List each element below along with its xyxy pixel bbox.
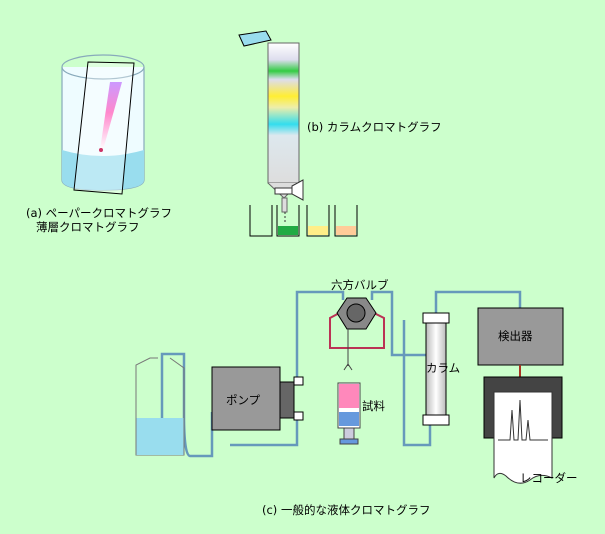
pouring-vessel <box>238 30 272 47</box>
bottle-neck-right <box>169 357 185 385</box>
column-tip <box>281 197 288 213</box>
beaker-rim <box>61 54 145 80</box>
chromatogram-trace <box>498 399 548 441</box>
yellow-fraction <box>308 226 328 235</box>
syringe-plunger <box>343 427 355 440</box>
paper-label-line2: 薄層クロマトグラフ <box>36 220 140 234</box>
glass-column <box>267 42 300 184</box>
syringe-plunger-fill <box>339 412 359 426</box>
separated-spot-trail <box>100 82 122 150</box>
hplc-system-illustration: ポンプ 六方バルブ 試料 カラム 検出器 レコーダー (c) 一般的な液体クロマ… <box>135 278 578 517</box>
recorder-chart-paper <box>493 391 553 484</box>
paper-chromatography-illustration: (a) ペーパークロマトグラフ 薄層クロマトグラフ <box>26 54 172 234</box>
green-fraction <box>278 226 298 235</box>
pump-fitting-bottom <box>293 411 304 421</box>
valve-rotor <box>346 303 366 323</box>
column-label: (b) カラムクロマトグラフ <box>307 120 442 134</box>
collection-tube-3 <box>306 205 330 237</box>
pump-head <box>279 381 295 419</box>
detector-box <box>477 307 564 366</box>
column-to-detector-tube <box>434 290 522 313</box>
sample-label: 試料 <box>362 399 385 413</box>
pump-to-valve-tube <box>295 290 345 382</box>
hplc-column-label: カラム <box>426 361 460 375</box>
collection-tube-1 <box>249 205 273 237</box>
collection-tubes <box>249 205 358 237</box>
orange-fraction <box>336 226 356 235</box>
column-fitting-bottom <box>422 414 450 426</box>
syringe-sample-liquid <box>339 384 359 408</box>
sample-spot <box>99 148 103 152</box>
paper-label-line1: (a) ペーパークロマトグラフ <box>26 206 172 220</box>
stopcock-body <box>274 187 294 195</box>
collection-tube-4 <box>334 205 358 237</box>
solvent-reservoir-liquid <box>136 418 184 455</box>
column-chromatography-illustration: (b) カラムクロマトグラフ <box>238 30 442 237</box>
detector-label: 検出器 <box>498 329 533 343</box>
syringe-needle-tip <box>343 363 353 371</box>
pump-outlet-tube <box>230 420 299 447</box>
pump-fitting-top <box>293 376 304 386</box>
column-return-tube <box>402 320 432 447</box>
stopcock-handle <box>291 179 304 201</box>
sample-loop <box>329 309 385 349</box>
syringe-plunger-cap <box>339 438 359 445</box>
column-fitting-top <box>422 312 450 324</box>
bottle-neck-left <box>135 357 158 380</box>
collection-tube-2 <box>276 205 300 237</box>
valve-label: 六方バルブ <box>331 278 389 292</box>
hplc-caption: (c) 一般的な液体クロマトグラフ <box>262 503 430 517</box>
pump-label: ポンプ <box>226 393 261 407</box>
recorder-label: レコーダー <box>520 471 578 485</box>
